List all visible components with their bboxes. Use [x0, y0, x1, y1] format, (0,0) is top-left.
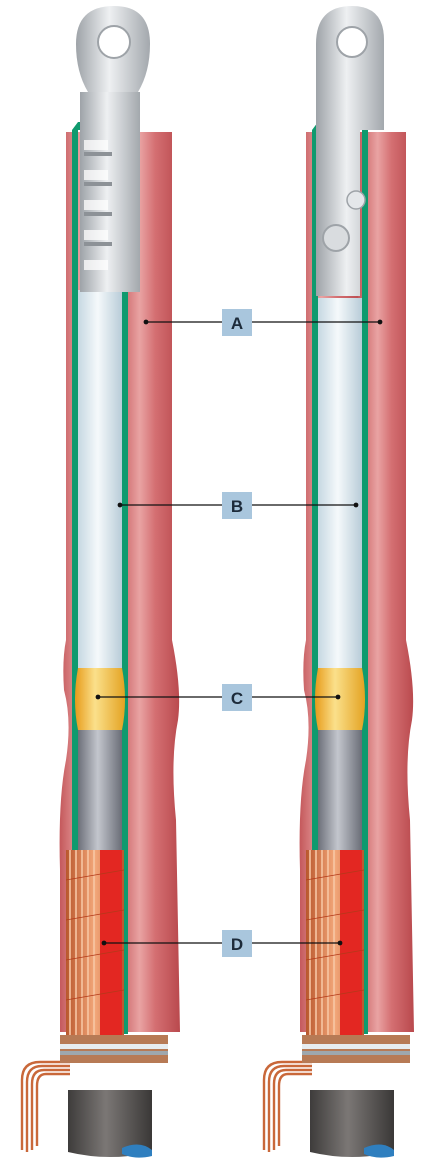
right-termination — [264, 6, 414, 1158]
left-wire-ring — [60, 1035, 168, 1063]
right-drain-wires — [264, 1062, 312, 1152]
callout-label-b: B — [231, 497, 243, 516]
right-wire-ring — [302, 1035, 410, 1063]
right-insulation — [318, 298, 362, 670]
right-semicon-band — [315, 668, 365, 730]
right-cable-sheath — [310, 1090, 394, 1158]
left-termination — [22, 6, 180, 1158]
left-conductor-screen — [78, 730, 122, 850]
left-drain-wires — [22, 1062, 70, 1152]
callout-label-c: C — [231, 689, 243, 708]
callout-label-a: A — [231, 314, 243, 333]
left-semicon-band — [75, 668, 125, 730]
left-crimp-lug — [76, 6, 150, 292]
left-insulation — [78, 290, 122, 670]
callout-label-d: D — [231, 935, 243, 954]
right-conductor-screen — [318, 730, 362, 850]
left-cable-sheath — [68, 1090, 152, 1158]
